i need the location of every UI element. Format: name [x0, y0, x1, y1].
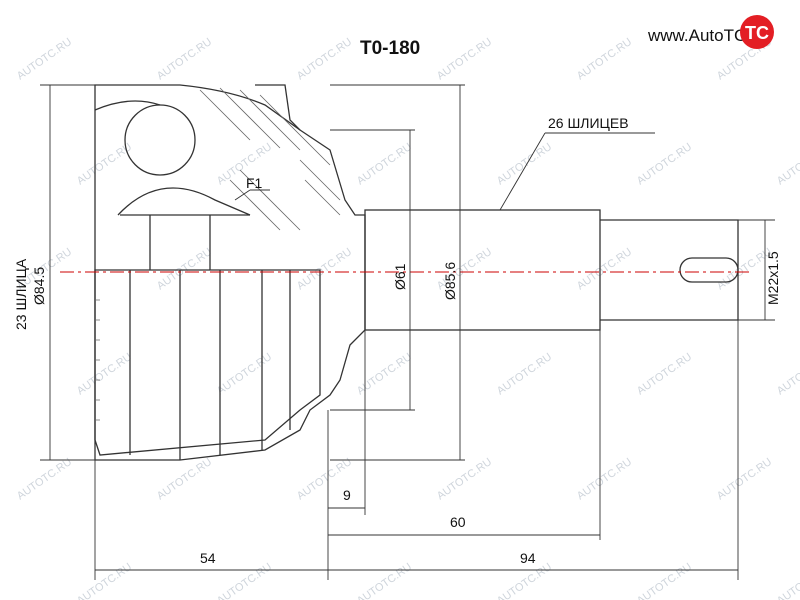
part-number: T0-180	[360, 38, 421, 59]
watermark-text: AUTOTC.RU	[775, 561, 800, 600]
watermark-text: AUTOTC.RU	[355, 351, 414, 398]
watermark-text: AUTOTC.RU	[155, 36, 214, 83]
watermark-text: AUTOTC.RU	[435, 36, 494, 83]
watermark-layer: AUTOTC.RU AUTOTC.RU AUTOTC.RU AUTOTC.RU AUTO…	[15, 36, 800, 600]
outer-diameter-label: Ø84.5	[31, 267, 47, 305]
logo-mark-text: TC	[745, 23, 769, 43]
watermark-text: AUTOTC.RU	[75, 561, 134, 600]
watermark-text: AUTOTC.RU	[295, 36, 354, 83]
dimension-lines	[40, 84, 775, 580]
shaft-diameter-label: Ø61	[392, 263, 408, 290]
watermark-text: AUTOTC.RU	[75, 351, 134, 398]
watermark-text: AUTOTC.RU	[295, 246, 354, 293]
watermark-text: AUTOTC.RU	[155, 246, 214, 293]
watermark-text: AUTOTC.RU	[495, 561, 554, 600]
watermark-text: AUTOTC.RU	[15, 456, 74, 503]
dimension-94: 94	[520, 550, 536, 566]
watermark-text: AUTOTC.RU	[635, 351, 694, 398]
watermark-text: AUTOTC.RU	[575, 36, 634, 83]
watermark-text: AUTOTC.RU	[775, 141, 800, 188]
cv-joint-body	[94, 84, 739, 461]
thread-label: M22x1.5	[765, 251, 781, 305]
tc-logo-icon: TC	[740, 15, 774, 49]
dimension-9: 9	[343, 487, 351, 503]
autotc-logo: www.AutoTC.ru TC	[648, 14, 788, 54]
watermark-text: AUTOTC.RU	[575, 456, 634, 503]
watermark-text: AUTOTC.RU	[215, 561, 274, 600]
watermark-text: AUTOTC.RU	[495, 351, 554, 398]
dimension-60: 60	[450, 514, 466, 530]
outer-splines-label: 23 ШЛИЦА	[13, 258, 29, 330]
watermark-text: AUTOTC.RU	[155, 456, 214, 503]
watermark-text: AUTOTC.RU	[715, 456, 774, 503]
feature-label: F1	[246, 175, 263, 191]
dimension-54: 54	[200, 550, 216, 566]
watermark-text: AUTOTC.RU	[635, 141, 694, 188]
watermark-text: AUTOTC.RU	[775, 351, 800, 398]
inner-splines-label: 26 ШЛИЦЕВ	[548, 115, 629, 131]
watermark-text: AUTOTC.RU	[215, 141, 274, 188]
logo-text: www.AutoTC.ru	[648, 26, 767, 45]
flange-diameter-label: Ø85.6	[442, 262, 458, 300]
watermark-text: AUTOTC.RU	[355, 141, 414, 188]
watermark-text: AUTOTC.RU	[435, 456, 494, 503]
watermark-text: AUTOTC.RU	[635, 561, 694, 600]
watermark-text: AUTOTC.RU	[15, 36, 74, 83]
watermark-text: AUTOTC.RU	[355, 561, 414, 600]
watermark-text: AUTOTC.RU	[575, 246, 634, 293]
watermark-text: AUTOTC.RU	[215, 351, 274, 398]
watermark-text: AUTOTC.RU	[495, 141, 554, 188]
